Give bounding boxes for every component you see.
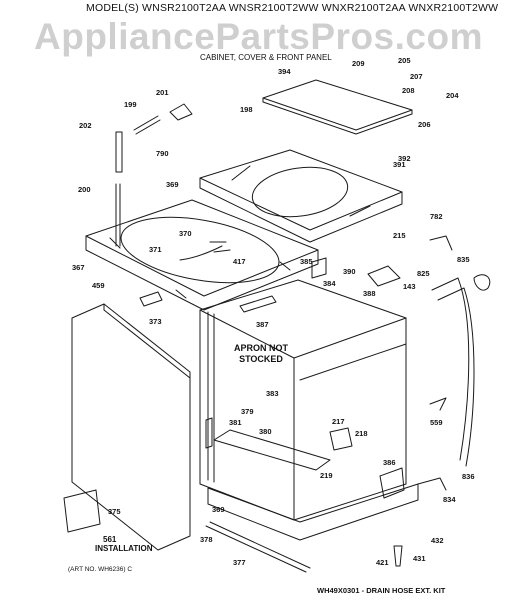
part-label: 379 — [241, 407, 254, 416]
part-label: 391 — [393, 160, 406, 169]
part-label: 143 — [403, 282, 416, 291]
part-label: 432 — [431, 536, 444, 545]
part-label: 392 — [398, 154, 411, 163]
apron-note-line: APRON NOT — [234, 343, 288, 353]
part-label: 207 — [410, 72, 423, 81]
part-label: 370 — [179, 229, 192, 238]
installation-note: 561 INSTALLATION — [95, 535, 152, 553]
part-label: 380 — [259, 427, 272, 436]
strap-387 — [239, 295, 277, 313]
part-label: 385 — [300, 257, 313, 266]
part-label: 205 — [398, 56, 411, 65]
part-label: 206 — [418, 120, 431, 129]
part-label: 209 — [352, 59, 365, 68]
installation-part-number: 561 — [103, 535, 117, 544]
part-label: 394 — [278, 67, 291, 76]
part-label: 219 — [320, 471, 333, 480]
part-label: 201 — [156, 88, 169, 97]
apron-note-line: STOCKED — [239, 354, 283, 364]
part-label: 377 — [233, 558, 246, 567]
part-label: 417 — [233, 257, 246, 266]
screw-431 — [393, 545, 403, 567]
fill-hoses — [179, 241, 231, 261]
part-label: 390 — [343, 267, 356, 276]
control-block — [329, 427, 353, 451]
installation-label: INSTALLATION — [95, 544, 153, 553]
installation-booklet — [63, 489, 101, 533]
part-label: 208 — [402, 86, 415, 95]
wire-connector — [429, 235, 453, 251]
part-label: 215 — [393, 231, 406, 240]
part-label: 836 — [462, 472, 475, 481]
part-label: 381 — [229, 418, 242, 427]
part-label: 371 — [149, 245, 162, 254]
clip-834 — [417, 477, 447, 491]
part-label: 369 — [166, 180, 179, 189]
top-cover — [262, 79, 413, 135]
part-label: 388 — [363, 289, 376, 298]
part-label: 200 — [78, 185, 91, 194]
bracket-385 — [311, 257, 327, 279]
part-label: 202 — [79, 121, 92, 130]
part-label: 790 — [156, 149, 169, 158]
drain-hose-kit-note: WH49X0301 - DRAIN HOSE EXT. KIT — [317, 586, 446, 595]
part-label: 431 — [413, 554, 426, 563]
part-label: 369 — [212, 505, 225, 514]
part-label: 782 — [430, 212, 443, 221]
base-frame — [85, 199, 319, 311]
part-label: 378 — [200, 535, 213, 544]
art-number: (ART NO. WH6236) C — [68, 566, 133, 573]
latch-388 — [367, 265, 401, 287]
model-list: MODEL(S) WNSR2100T2AA WNSR2100T2WW WNXR2… — [86, 2, 499, 14]
leveling-rod — [205, 521, 311, 573]
clip-559 — [429, 397, 447, 411]
part-label: 421 — [376, 558, 389, 567]
part-label: 198 — [240, 105, 253, 114]
part-label: 217 — [332, 417, 345, 426]
base-apron — [207, 429, 419, 541]
part-label: 367 — [72, 263, 85, 272]
part-label: 834 — [443, 495, 456, 504]
hinge-rods — [115, 103, 193, 247]
cabinet — [199, 279, 407, 521]
watermark: AppliancePartsPros.com — [34, 16, 483, 57]
part-label: 373 — [149, 317, 162, 326]
bracket-386 — [379, 467, 405, 499]
part-label: 387 — [256, 320, 269, 329]
part-label: 825 — [417, 269, 430, 278]
drain-hose — [431, 277, 475, 467]
front-panel — [71, 303, 191, 551]
apron-note: APRON NOT STOCKED — [226, 343, 296, 365]
part-label: 559 — [430, 418, 443, 427]
part-label: 383 — [266, 389, 279, 398]
part-label: 459 — [92, 281, 105, 290]
strip-379 — [205, 417, 213, 449]
part-label: 218 — [355, 429, 368, 438]
part-label: 204 — [446, 91, 459, 100]
part-label: 835 — [457, 255, 470, 264]
foot-373 — [139, 291, 163, 307]
part-label: 199 — [124, 100, 137, 109]
top-panel — [199, 149, 403, 243]
part-label: 386 — [383, 458, 396, 467]
hose-clamp — [473, 274, 491, 291]
part-label: 384 — [323, 279, 336, 288]
diagram-subtitle: CABINET, COVER & FRONT PANEL — [200, 53, 332, 62]
part-label: 375 — [108, 507, 121, 516]
